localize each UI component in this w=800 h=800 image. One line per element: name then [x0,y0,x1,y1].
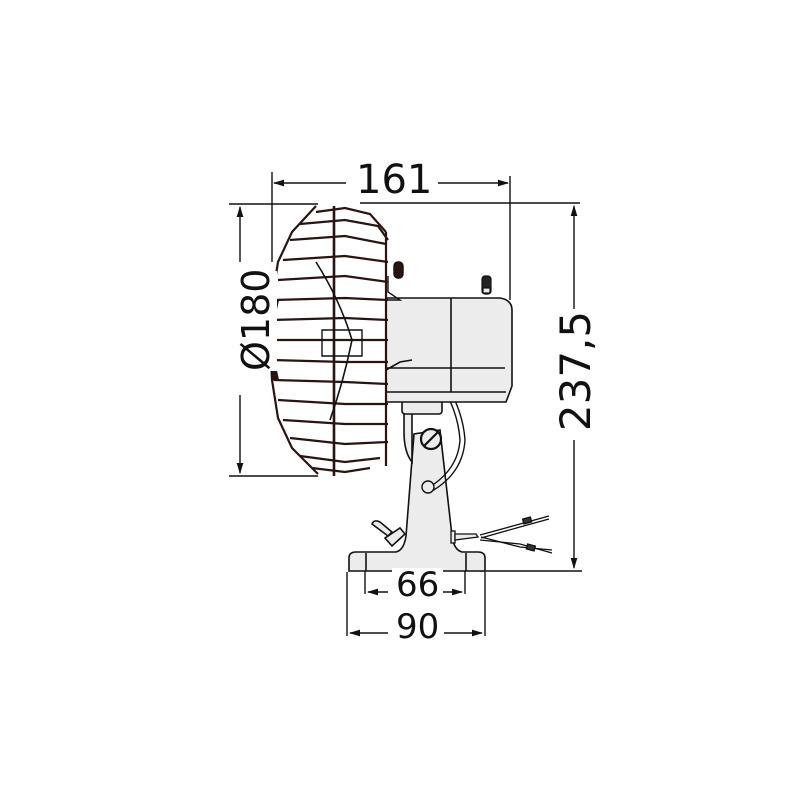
fan-guard [268,205,389,476]
hole-spacing-dimension-label: 66 [392,568,444,602]
dimension-180 [229,203,318,477]
dimension-161 [271,172,511,300]
toggle-switch-icon [371,520,407,548]
depth-dimension-label: 161 [350,160,439,200]
base-width-dimension-label: 90 [392,610,444,644]
diameter-dimension-label: Ø180 [234,268,278,371]
pivot-knob-icon [419,427,443,451]
fan-yoke [401,399,443,465]
dimension-90 [346,572,486,637]
guard-clip [386,261,404,301]
motor-housing [385,297,513,403]
height-dimension-label: 237,5 [551,309,600,433]
fan-base [348,429,486,572]
power-cable [450,515,553,554]
indicator-knob-icon [481,275,492,295]
